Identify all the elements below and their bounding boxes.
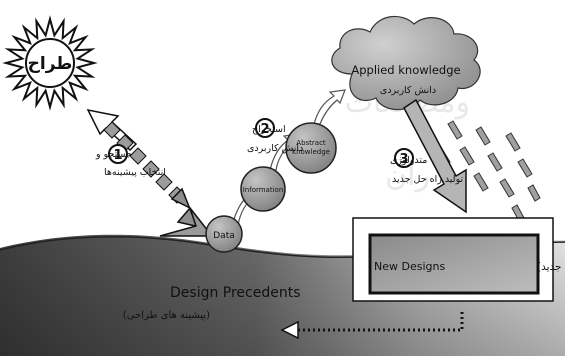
precedents-subtitle: (پیشینه های طراحی)	[123, 310, 210, 321]
cloud-subtitle: دانش کاربردی	[380, 85, 436, 96]
abstract-knowledge-node	[285, 122, 337, 174]
step-3-line2: تولید راه حل جدید	[392, 174, 463, 185]
methodology-arrow	[403, 98, 467, 214]
step-1-number: 1	[113, 148, 122, 163]
step-3-badge	[394, 148, 414, 168]
applied-knowledge-cloud	[331, 15, 481, 111]
step-1-line1: جستجو و	[95, 149, 132, 160]
step-3-number: 3	[399, 152, 408, 167]
new-designs-frame	[352, 217, 554, 302]
step-2-line1: استخراج	[252, 124, 286, 135]
data-node	[205, 215, 243, 253]
information-node-label: Information	[243, 186, 284, 194]
cloud-title: Applied knowledge	[351, 63, 460, 77]
designer-label: طراح	[28, 54, 73, 74]
abstract-node-line2: knowledge	[292, 148, 330, 156]
precedents-title: Design Precedents	[170, 285, 301, 301]
new-designs-farsi: (طراحی های جدید)	[537, 261, 565, 273]
step-3-line1: متدولوژی	[390, 155, 427, 166]
new-designs-english: New Designs	[374, 260, 445, 273]
return-dotted-arrow	[280, 312, 464, 340]
step-2-line2: دانش کاربردی	[247, 143, 303, 154]
step-2-number: 2	[260, 122, 269, 137]
data-node-label: Data	[213, 231, 235, 241]
step-1-badge	[108, 144, 128, 164]
abstract-node-line1: Abstract	[296, 139, 326, 147]
step-1-line2: انتخاب پیشینه‌ها	[104, 167, 166, 178]
designer-sun	[2, 15, 98, 111]
information-node	[240, 166, 286, 212]
search-arrow	[86, 108, 214, 237]
step-2-badge	[255, 118, 275, 138]
